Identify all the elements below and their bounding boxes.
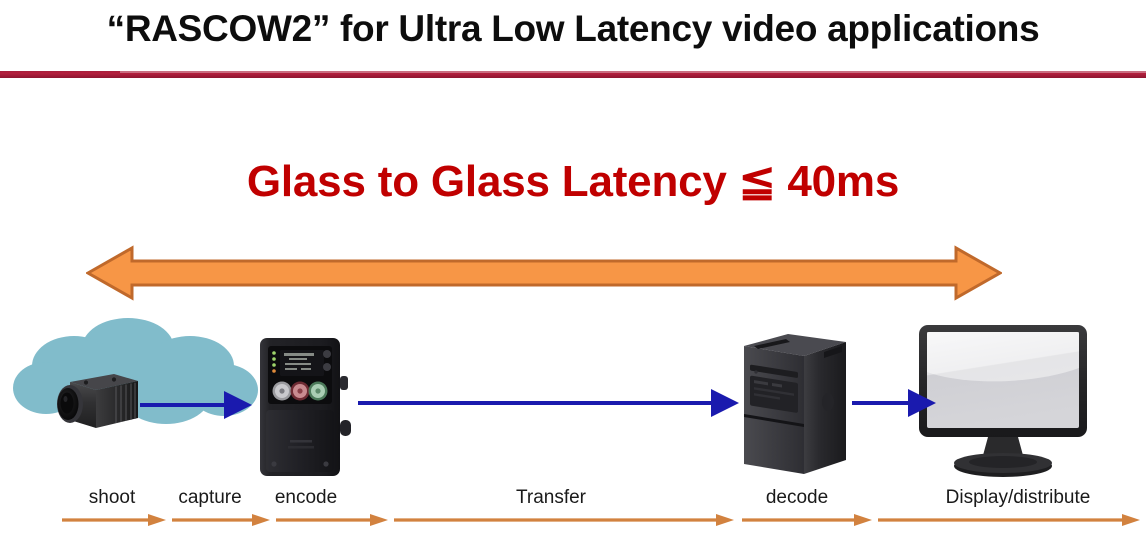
latency-headline: Glass to Glass Latency ≦ 40ms	[246, 157, 900, 206]
signal-flow-links	[140, 389, 936, 419]
step-label-shoot: shoot	[88, 487, 136, 508]
camera-icon	[57, 374, 138, 428]
step-label-display: Display/distribute	[945, 487, 1091, 508]
glass-to-glass-span-arrow	[86, 245, 1002, 301]
tower-icon	[744, 334, 846, 474]
encoder-icon	[260, 338, 351, 476]
page-title: “RASCOW2” for Ultra Low Latency video ap…	[106, 8, 1040, 49]
title-divider	[0, 71, 1146, 78]
step-label-row: shoot capture encode Transfer decode Dis…	[0, 487, 1146, 513]
step-label-decode: decode	[765, 487, 829, 508]
step-label-transfer: Transfer	[515, 487, 587, 508]
pipeline-devices	[0, 310, 1146, 490]
monitor-icon	[919, 325, 1087, 477]
step-label-encode: encode	[274, 487, 338, 508]
step-arrow-row	[62, 514, 1140, 526]
step-label-capture: capture	[178, 487, 242, 508]
